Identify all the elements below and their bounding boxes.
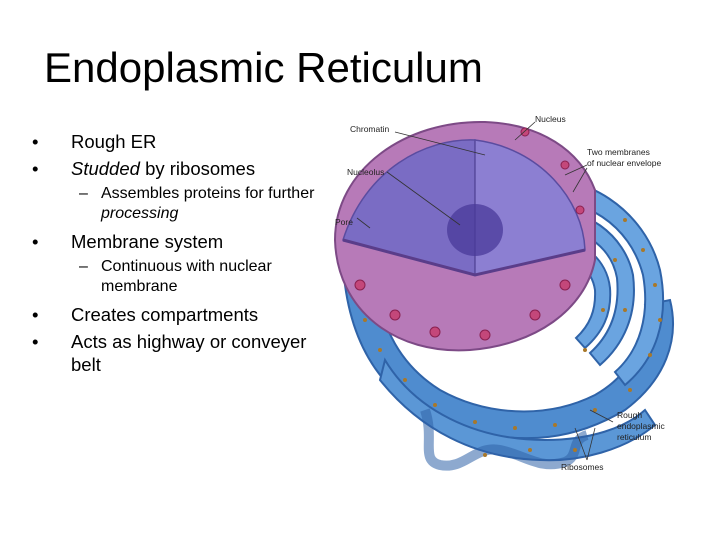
bullet-list: •Rough ER•Studded by ribosomes–Assembles… — [30, 130, 320, 380]
label-pore: Pore — [335, 217, 353, 227]
label-nucleus: Nucleus — [535, 114, 566, 124]
bullet-text: Continuous with nuclear membrane — [101, 258, 272, 295]
label-membranes-1: Two membranes — [587, 147, 650, 157]
bullet-text: Studded — [71, 158, 140, 179]
sub-bullet-item: –Continuous with nuclear membrane — [30, 257, 320, 297]
bullet-text: Rough ER — [71, 131, 157, 152]
label-ribosomes: Ribosomes — [561, 462, 604, 472]
bullet-item: • Creates compartments — [30, 303, 320, 326]
bullet-marker: • — [32, 131, 39, 152]
label-membranes-2: of nuclear envelope — [587, 158, 661, 168]
bullet-marker: • — [32, 231, 39, 252]
bullet-text: Creates compartments — [71, 304, 259, 325]
sub-bullet-item: –Assembles proteins for further processi… — [30, 184, 320, 224]
bullet-marker: • — [32, 331, 39, 352]
bullet-marker: • — [32, 304, 39, 325]
bullet-item: • Membrane system — [30, 230, 320, 253]
bullet-item: • Rough ER — [30, 130, 320, 153]
leader-lines — [356, 121, 614, 461]
bullet-text: Membrane system — [71, 231, 224, 252]
label-nucleolus: Nucleolus — [347, 167, 384, 177]
label-rough-er-3: reticulum — [617, 432, 651, 442]
bullet-marker: – — [79, 258, 88, 275]
ribosome-dots — [363, 218, 662, 457]
er-illustration: Chromatin Nucleus Two membranes of nucle… — [333, 114, 674, 472]
bullet-text: Acts as highway or conveyer belt — [71, 331, 307, 375]
bullet-text: processing — [101, 205, 179, 222]
bullet-marker: – — [79, 185, 88, 202]
bullet-text: by ribosomes — [139, 158, 256, 179]
rough-er-membranes — [343, 177, 674, 471]
label-chromatin: Chromatin — [350, 124, 389, 134]
nucleolus-shape — [447, 204, 503, 256]
label-rough-er-2: endoplasmic — [617, 421, 665, 431]
label-rough-er-1: Rough — [617, 410, 642, 420]
bullet-item: • Acts as highway or conveyer belt — [30, 330, 320, 376]
bullet-marker: • — [32, 158, 39, 179]
bullet-item: • Studded by ribosomes — [30, 157, 320, 180]
slide-title: Endoplasmic Reticulum — [44, 44, 483, 91]
bullet-text: Assembles proteins for further — [101, 185, 315, 202]
nucleus — [333, 120, 596, 352]
